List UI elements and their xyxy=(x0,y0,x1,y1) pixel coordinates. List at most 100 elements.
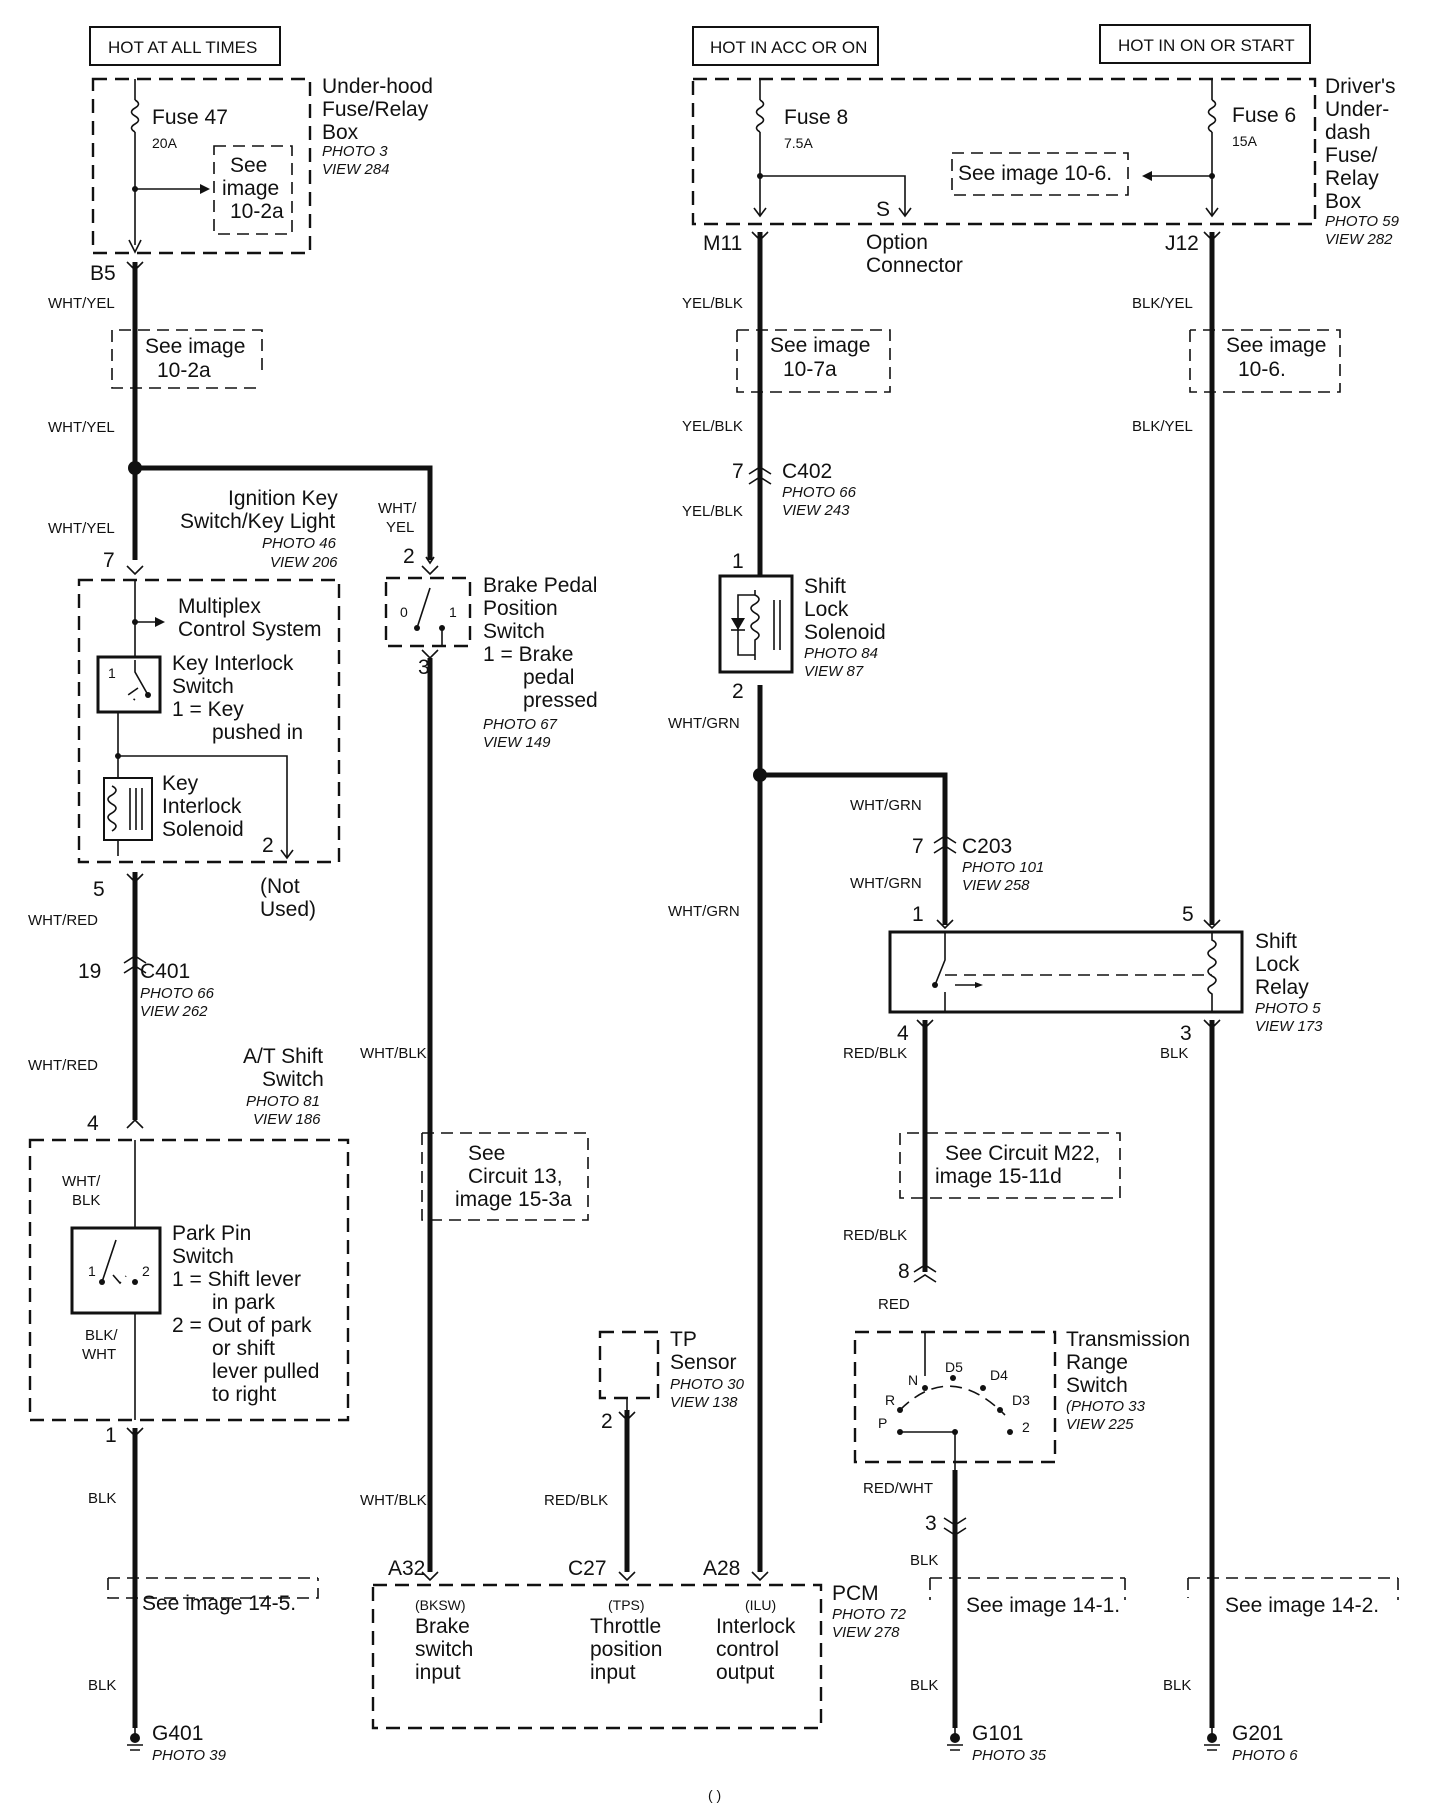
bottom-mark: ( ) xyxy=(708,1787,721,1803)
see-ref-text: 10-7a xyxy=(783,358,837,381)
header-hot-at-all-times: HOT AT ALL TIMES xyxy=(89,26,281,66)
see-ref-circuit-13: See Circuit 13, image 15-3a xyxy=(421,1132,589,1221)
connector-name: C203 xyxy=(962,835,1012,858)
at-shift-title: A/T Shift xyxy=(243,1045,323,1068)
pin-number: 4 xyxy=(897,1022,909,1045)
key-interlock-note: pushed in xyxy=(212,721,303,744)
wire-label: WHT/GRN xyxy=(850,875,922,892)
not-used-label: Used) xyxy=(260,898,316,921)
trs-title: Range xyxy=(1066,1351,1128,1374)
underhood-fuse-relay-box: Fuse 47 20A See image 10-2a Under-hood F… xyxy=(90,75,433,285)
ignition-title: Ignition Key xyxy=(228,487,338,510)
photo-ref: PHOTO 30 xyxy=(670,1376,745,1393)
pcm: A32 C27 A28 (BKSW) Brake switch input (T… xyxy=(371,1557,907,1730)
pin-number: 7 xyxy=(103,549,115,572)
ground-name: G201 xyxy=(1232,1722,1283,1745)
trs-position: 2 xyxy=(1022,1419,1030,1435)
wire-label: BLK xyxy=(88,1677,116,1694)
driver-underdash-fuse-relay-box: See image 10-6. Fuse 8 7.5A Fuse 6 15A S… xyxy=(691,75,1400,277)
dash-box-title: Fuse/ xyxy=(1325,144,1378,167)
see-ref-text: See image xyxy=(770,334,870,357)
transmission-range-switch: P R N D5 D4 D3 2 Transmission Range Swit… xyxy=(853,1328,1190,1470)
wire-label: YEL/BLK xyxy=(682,295,743,312)
wire-label: WHT/RED xyxy=(28,912,98,929)
ground-g101: G101 PHOTO 35 xyxy=(947,1722,1047,1764)
header-hot-in-on-or-start: HOT IN ON OR START xyxy=(1099,24,1311,64)
brake-pedal-position-switch: 2 0 1 3 Brake Pedal Position Switch 1 = … xyxy=(384,545,598,751)
not-used-label: (Not xyxy=(260,875,300,898)
photo-ref: PHOTO 101 xyxy=(962,859,1044,876)
wire-label: YEL xyxy=(386,519,414,536)
see-ref-10-7a: See image 10-7a xyxy=(736,329,891,393)
option-s-pin: S xyxy=(876,198,890,221)
photo-ref: PHOTO 39 xyxy=(152,1747,227,1764)
relay-title: Lock xyxy=(1255,953,1300,976)
dash-box-title: Box xyxy=(1325,190,1362,213)
pcm-title: PCM xyxy=(832,1582,879,1605)
see-ref-text: See image xyxy=(1226,334,1326,357)
see-ref-text: image 15-3a xyxy=(455,1188,572,1211)
trs-position: D3 xyxy=(1012,1392,1030,1408)
wire-label: BLK xyxy=(72,1192,100,1209)
fuse-8-label: Fuse 8 xyxy=(784,106,848,129)
switch-pin: 0 xyxy=(400,604,408,620)
dash-box-title: Relay xyxy=(1325,167,1379,190)
park-pin-note: 1 = Shift lever xyxy=(172,1268,301,1291)
wire-label: WHT/YEL xyxy=(48,295,115,312)
brake-note: 1 = Brake xyxy=(483,643,573,666)
tp-title: Sensor xyxy=(670,1351,737,1374)
wire-label: WHT/GRN xyxy=(668,715,740,732)
pcm-tps-code: (TPS) xyxy=(608,1597,645,1613)
wire-label: WHT/RED xyxy=(28,1057,98,1074)
view-ref: VIEW 138 xyxy=(670,1394,738,1411)
brake-note: pressed xyxy=(523,689,598,712)
trs-position: D4 xyxy=(990,1367,1008,1383)
pin-number: 19 xyxy=(78,960,101,983)
pcm-bksw-code: (BKSW) xyxy=(415,1597,466,1613)
header-text: HOT AT ALL TIMES xyxy=(108,38,257,57)
ground-g401: G401 PHOTO 39 xyxy=(127,1722,227,1764)
pcm-pin-a28: A28 xyxy=(703,1557,740,1580)
solenoid-title: Shift xyxy=(804,575,846,598)
view-ref: VIEW 258 xyxy=(962,877,1030,894)
pcm-pin-c27: C27 xyxy=(568,1557,607,1580)
fuse-6-amps: 15A xyxy=(1232,133,1258,149)
connector-c203: 7 C203 PHOTO 101 VIEW 258 xyxy=(912,835,1044,894)
wire-label: WHT/BLK xyxy=(360,1045,427,1062)
see-ref-text: 10-2a xyxy=(157,359,211,382)
fuse-47-label: Fuse 47 xyxy=(152,106,228,129)
header-text: HOT IN ON OR START xyxy=(1118,36,1295,55)
shift-lock-solenoid: 1 2 Shift Lock Solenoid PHOTO 84 VIEW 87 xyxy=(718,550,886,703)
view-ref: VIEW 278 xyxy=(832,1624,900,1641)
switch-pin: 1 xyxy=(88,1263,96,1279)
trs-position: R xyxy=(885,1392,895,1408)
view-ref: VIEW 284 xyxy=(322,161,390,178)
photo-ref: PHOTO 66 xyxy=(782,484,857,501)
pin-number: 5 xyxy=(93,878,105,901)
shift-lock-relay: 1 5 4 3 Shift Lock Relay PHOTO 5 VIEW 17… xyxy=(888,903,1323,1045)
pcm-ilu-code: (ILU) xyxy=(745,1597,776,1613)
wire-label: RED xyxy=(878,1296,910,1313)
park-pin-note: to right xyxy=(212,1383,276,1406)
tp-sensor: 2 TP Sensor PHOTO 30 VIEW 138 xyxy=(598,1328,745,1572)
view-ref: VIEW 262 xyxy=(140,1003,208,1020)
pin-number: 3 xyxy=(418,656,430,679)
connector-3: 3 xyxy=(925,1512,967,1536)
see-ref-text: See Circuit M22, xyxy=(945,1142,1100,1165)
switch-pin: 1 xyxy=(108,665,116,681)
wire-label: WHT xyxy=(82,1346,116,1363)
fuse-6-label: Fuse 6 xyxy=(1232,104,1296,127)
brake-title: Switch xyxy=(483,620,545,643)
pin-number: 3 xyxy=(1180,1022,1192,1045)
wire-label: BLK xyxy=(910,1677,938,1694)
wire-label: WHT/YEL xyxy=(48,520,115,537)
wire-label: BLK xyxy=(88,1490,116,1507)
wire-label: BLK/YEL xyxy=(1132,418,1193,435)
ground-g201: G201 PHOTO 6 xyxy=(1204,1722,1298,1764)
middle-column-wiring xyxy=(751,231,1221,1572)
see-ref-14-2: See image 14-2. xyxy=(1187,1577,1399,1617)
photo-ref: PHOTO 5 xyxy=(1255,1000,1321,1017)
view-ref: VIEW 282 xyxy=(1325,231,1393,248)
wire-label: BLK xyxy=(1163,1677,1191,1694)
